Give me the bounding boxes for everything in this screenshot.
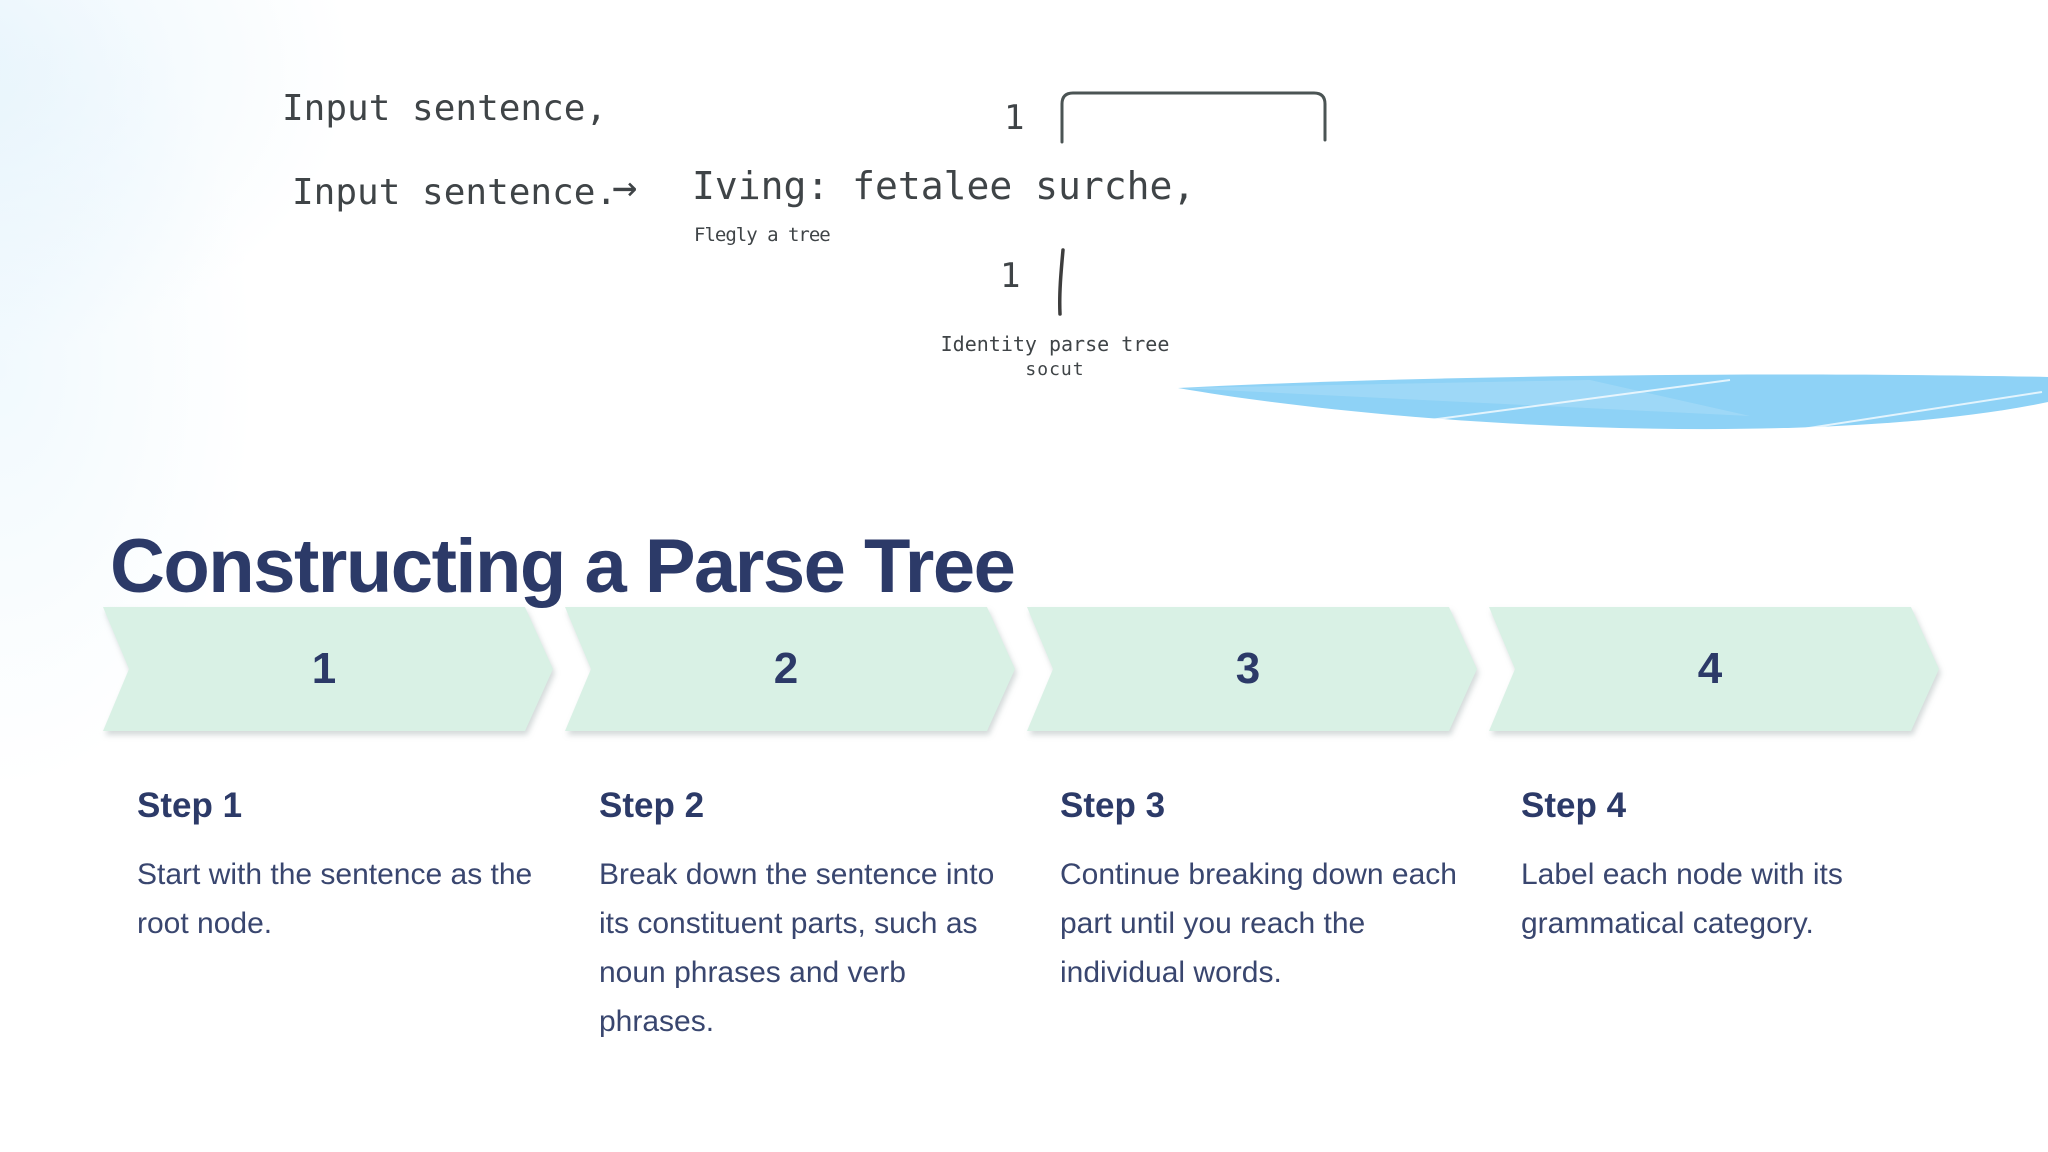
step-column-3: Step 3 Continue breaking down each part … xyxy=(1060,786,1460,997)
step-description-2: Break down the sentence into its constit… xyxy=(599,858,995,1038)
process-arrow-number-4: 4 xyxy=(1697,644,1723,693)
chevron-shape: 3 xyxy=(1027,607,1477,731)
page-title: Constructing a Parse Tree xyxy=(110,523,1016,609)
step-column-4: Step 4 Label each node with its grammati… xyxy=(1521,786,1921,948)
process-arrow-3: 3 xyxy=(1027,607,1477,731)
process-arrow-2: 2 xyxy=(565,607,1015,731)
step-description-1: Start with the sentence as the root node… xyxy=(137,858,533,940)
step-heading-2: Step 2 xyxy=(599,786,705,825)
sketch-caption-line-2: socut xyxy=(1025,359,1085,380)
chevron-shape: 1 xyxy=(103,607,553,731)
step-column-1: Step 1 Start with the sentence as the ro… xyxy=(137,786,537,948)
step-description-4: Label each node with its grammatical cat… xyxy=(1521,858,1843,940)
chevron-shape: 2 xyxy=(565,607,1015,731)
sketch-output-phrase: Iving: fetalee surche, xyxy=(692,164,1196,208)
sketch-input-line-2: Input sentence. xyxy=(292,172,618,213)
sketch-input-line-1: Input sentence, xyxy=(282,88,608,129)
process-arrow-row: 1 2 3 4 xyxy=(103,607,1939,731)
process-arrow-4: 4 xyxy=(1489,607,1939,731)
bracket-stroke-icon xyxy=(1060,91,1327,144)
step-heading-1: Step 1 xyxy=(137,786,243,825)
process-arrow-number-2: 2 xyxy=(773,644,799,693)
sketch-caption-line-1: Identity parse tree xyxy=(940,332,1170,356)
sketch-bottom-caption: Identity parse tree socut xyxy=(880,330,1230,382)
sketch-phrase-caption: Flegly a tree xyxy=(694,224,831,246)
step-heading-3: Step 3 xyxy=(1060,786,1166,825)
process-arrow-number-1: 1 xyxy=(311,644,337,693)
step-heading-4: Step 4 xyxy=(1521,786,1627,825)
stroke-label: 1 xyxy=(1000,256,1021,296)
process-arrow-number-3: 3 xyxy=(1235,644,1261,693)
step-column-2: Step 2 Break down the sentence into its … xyxy=(599,786,999,1046)
right-arrow-icon: → xyxy=(612,162,638,211)
process-arrow-1: 1 xyxy=(103,607,553,731)
step-description-3: Continue breaking down each part until y… xyxy=(1060,858,1457,989)
bracket-label: 1 xyxy=(1004,98,1025,138)
vertical-stroke-icon xyxy=(1057,248,1065,316)
chevron-shape: 4 xyxy=(1489,607,1939,731)
blue-swoosh-decoration xyxy=(1178,374,2048,435)
